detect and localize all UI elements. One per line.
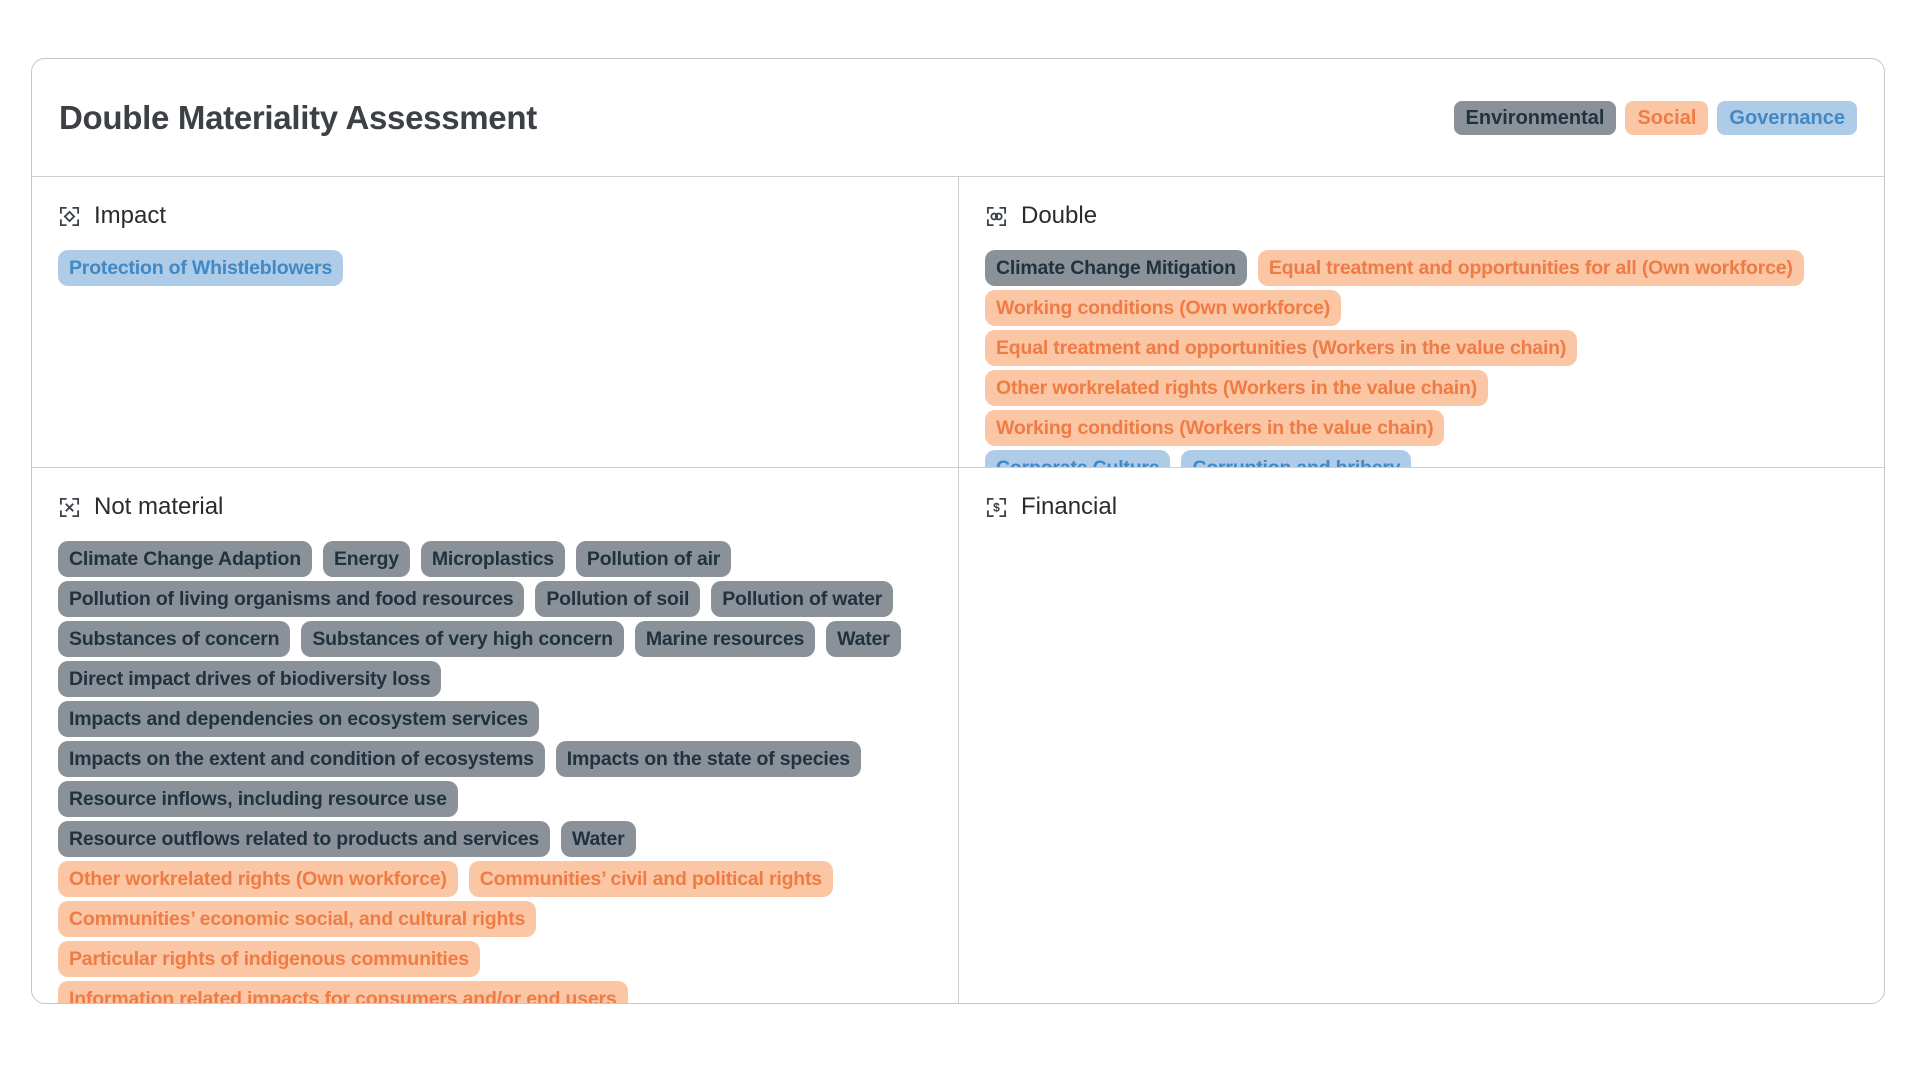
topic-chip[interactable]: Other workrelated rights (Own workforce) xyxy=(58,861,458,897)
chip-row: Impacts on the extent and condition of e… xyxy=(58,741,932,777)
topic-chip[interactable]: Communities’ civil and political rights xyxy=(468,861,833,897)
chip-row: Other workrelated rights (Own workforce)… xyxy=(58,861,932,897)
chip-row: Corporate Culture Corruption and bribery xyxy=(985,450,1858,467)
quadrant-grid: Impact Protection of Whistleblowers Doub… xyxy=(32,177,1884,1003)
topic-chip[interactable]: Equal treatment and opportunities for al… xyxy=(1257,250,1804,286)
quadrant-label: Double xyxy=(1021,202,1098,229)
quadrant-header: Not material xyxy=(58,493,932,521)
quadrant-header: $ Financial xyxy=(985,493,1858,521)
frame-link-icon xyxy=(985,205,1008,228)
topic-chip[interactable]: Microplastics xyxy=(420,541,565,577)
chip-row: Pollution of living organisms and food r… xyxy=(58,581,932,617)
topic-chip[interactable]: Marine resources xyxy=(634,621,816,657)
topic-chip[interactable]: Pollution of soil xyxy=(535,581,701,617)
topic-chip[interactable]: Pollution of water xyxy=(711,581,894,617)
chip-row: Information related impacts for consumer… xyxy=(58,981,932,1003)
topic-chip[interactable]: Water xyxy=(826,621,901,657)
topic-chip[interactable]: Information related impacts for consumer… xyxy=(58,981,628,1003)
svg-text:$: $ xyxy=(993,500,1000,514)
legend-badge-governance[interactable]: Governance xyxy=(1717,100,1857,135)
quadrant-impact: Impact Protection of Whistleblowers xyxy=(32,177,958,467)
topic-chip[interactable]: Pollution of air xyxy=(575,541,732,577)
topic-chip[interactable]: Impacts and dependencies on ecosystem se… xyxy=(58,701,540,737)
quadrant-label: Impact xyxy=(94,202,167,229)
frame-diamond-icon xyxy=(58,205,81,228)
quadrant-financial: $ Financial xyxy=(958,467,1884,1003)
quadrant-label: Financial xyxy=(1021,493,1118,520)
chip-row: Substances of concern Substances of very … xyxy=(58,621,932,657)
topic-chip[interactable]: Impacts on the extent and condition of e… xyxy=(58,741,545,777)
legend-badge-social[interactable]: Social xyxy=(1625,100,1709,135)
topic-chip[interactable]: Resource outflows related to products an… xyxy=(58,821,551,857)
quadrant-label: Not material xyxy=(94,493,224,520)
quadrant-header: Double xyxy=(985,202,1858,230)
topic-chip[interactable]: Other workrelated rights (Workers in the… xyxy=(985,370,1488,406)
topic-chip[interactable]: Impacts on the state of species xyxy=(555,741,861,777)
chip-area: Climate Change Adaption Energy Microplasti… xyxy=(58,541,932,1003)
topic-chip[interactable]: Corporate Culture xyxy=(985,450,1171,467)
chip-row: Resource inflows, including resource use… xyxy=(58,781,932,857)
topic-chip[interactable]: Corruption and bribery xyxy=(1181,450,1412,467)
legend-badge-environmental[interactable]: Environmental xyxy=(1453,100,1617,135)
chip-row: Direct impact drives of biodiversity los… xyxy=(58,661,932,737)
card-header: Double Materiality Assessment Environmen… xyxy=(32,59,1884,177)
topic-chip[interactable]: Working conditions (Own workforce) xyxy=(985,290,1342,326)
frame-dollar-icon: $ xyxy=(985,496,1008,519)
chip-area: Protection of Whistleblowers xyxy=(58,250,932,286)
topic-chip[interactable]: Direct impact drives of biodiversity los… xyxy=(58,661,442,697)
topic-chip[interactable]: Climate Change Mitigation xyxy=(985,250,1247,286)
chip-row: Other workrelated rights (Workers in the… xyxy=(985,370,1858,446)
topic-chip[interactable]: Climate Change Adaption xyxy=(58,541,312,577)
topic-chip[interactable]: Substances of very high concern xyxy=(301,621,624,657)
topic-chip[interactable]: Water xyxy=(561,821,636,857)
chip-row: Climate Change Adaption Energy Microplasti… xyxy=(58,541,932,577)
quadrant-header: Impact xyxy=(58,202,932,230)
topic-chip[interactable]: Energy xyxy=(322,541,410,577)
topic-chip[interactable]: Substances of concern xyxy=(58,621,291,657)
topic-chip[interactable]: Communities’ economic social, and cultur… xyxy=(58,901,537,937)
chip-row: Working conditions (Own workforce) Equal … xyxy=(985,290,1858,366)
quadrant-not-material: Not material Climate Change Adaption Ener… xyxy=(32,467,958,1003)
topic-chip[interactable]: Particular rights of indigenous communit… xyxy=(58,941,480,977)
chip-row: Communities’ economic social, and cultur… xyxy=(58,901,932,977)
topic-chip[interactable]: Working conditions (Workers in the value… xyxy=(985,410,1445,446)
materiality-card: Double Materiality Assessment Environmen… xyxy=(31,58,1885,1004)
chip-row: Climate Change Mitigation Equal treatment… xyxy=(985,250,1858,286)
chip-row: Protection of Whistleblowers xyxy=(58,250,932,286)
frame-x-icon xyxy=(58,496,81,519)
topic-chip[interactable]: Equal treatment and opportunities (Worke… xyxy=(985,330,1578,366)
topic-chip[interactable]: Pollution of living organisms and food r… xyxy=(58,581,525,617)
page-title: Double Materiality Assessment xyxy=(59,98,537,136)
topic-chip[interactable]: Protection of Whistleblowers xyxy=(58,250,344,286)
topic-chip[interactable]: Resource inflows, including resource use xyxy=(58,781,458,817)
